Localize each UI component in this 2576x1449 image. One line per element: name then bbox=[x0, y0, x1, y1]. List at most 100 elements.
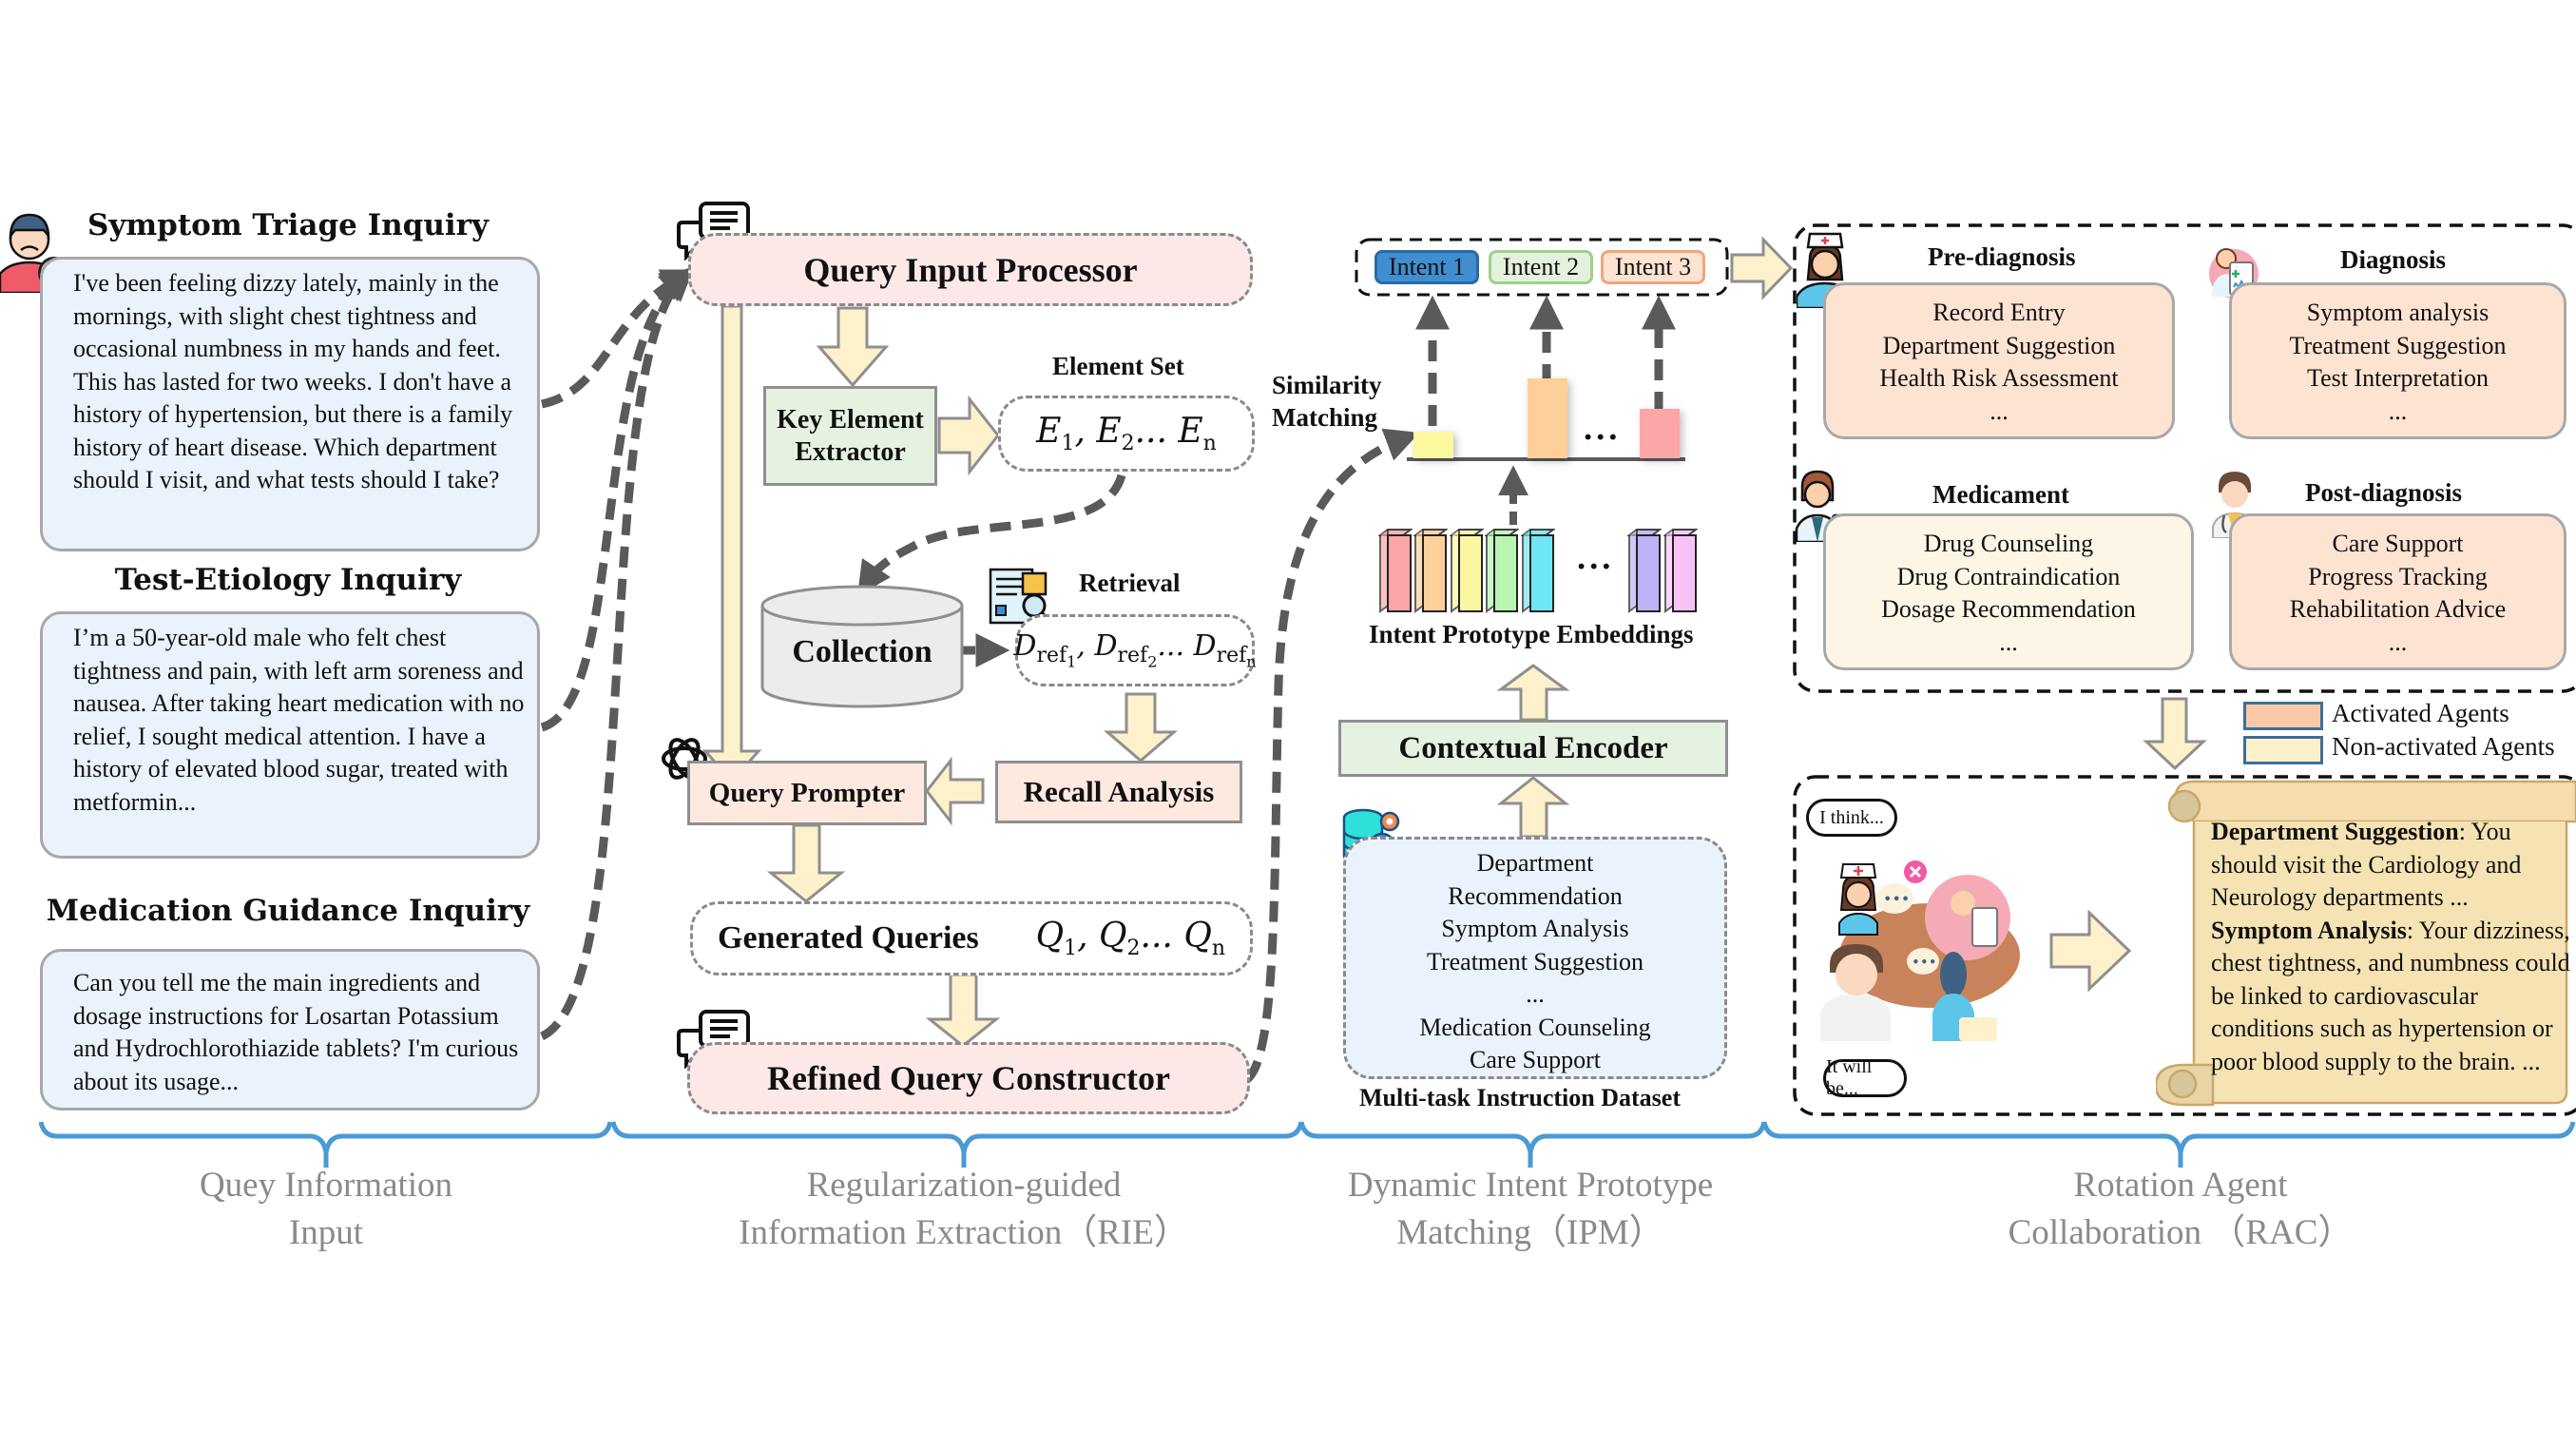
agent-task: Test Interpretation bbox=[2307, 364, 2489, 392]
arrow-agents-to-collab bbox=[2143, 697, 2207, 771]
similarity-bar bbox=[1413, 432, 1453, 458]
agent-title: Diagnosis bbox=[2340, 245, 2447, 274]
flow-arrow-inquiry-3 bbox=[539, 266, 695, 1041]
embedding-prism bbox=[1626, 528, 1663, 613]
generated-queries-label: Generated Queries bbox=[718, 920, 979, 956]
legend-swatch-non-activated bbox=[2243, 736, 2323, 764]
legend-swatch-activated bbox=[2243, 702, 2323, 730]
agent-task: Progress Tracking bbox=[2308, 562, 2488, 590]
svg-text:•••: ••• bbox=[1912, 954, 1937, 971]
brace-ipm bbox=[1298, 1121, 1767, 1153]
agent-task: Health Risk Assessment bbox=[1879, 364, 2119, 392]
speech-bubble-bottom: It will be... bbox=[1823, 1056, 1907, 1099]
retrieval-label: Retrieval bbox=[1079, 569, 1181, 597]
embedding-prism bbox=[1663, 528, 1699, 613]
arrow-collab-to-scroll bbox=[2049, 909, 2132, 993]
element-set-math: E1, E2... En bbox=[1036, 411, 1217, 456]
agent-task: ... bbox=[1990, 396, 2009, 425]
inquiry-text-box: I’m a 50-year-old male who felt chest ti… bbox=[40, 611, 540, 859]
arrow-prompter-to-generated bbox=[766, 823, 846, 903]
inquiry-title: Symptom Triage Inquiry bbox=[87, 208, 490, 242]
contextual-encoder: Contextual Encoder bbox=[1338, 720, 1728, 777]
dataset-label: Multi-task Instruction Dataset bbox=[1359, 1084, 1681, 1111]
agent-task: Record Entry bbox=[1932, 299, 2066, 326]
similarity-matching-label: Similarity Matching bbox=[1272, 371, 1382, 432]
generated-queries-math: Q1, Q2... Qn bbox=[1035, 916, 1225, 961]
inquiry-text: I've been feeling dizzy lately, mainly i… bbox=[73, 269, 513, 493]
agent-title: Post-diagnosis bbox=[2305, 478, 2463, 507]
stage-braces bbox=[38, 1121, 2576, 1168]
dataset-item: Department bbox=[1476, 849, 1594, 877]
embeddings-label: Intent Prototype Embeddings bbox=[1369, 620, 1694, 648]
arrow-intents-to-agents bbox=[1730, 236, 1794, 300]
speech-bubble-top: I think... bbox=[1806, 799, 1897, 837]
arrow-retrieval-to-recall bbox=[1103, 692, 1179, 763]
dataset-item: Recommendation bbox=[1448, 881, 1623, 910]
dataset-item: Symptom Analysis bbox=[1441, 915, 1629, 942]
brace-rac bbox=[1761, 1121, 2576, 1153]
intent-pill-3: Intent 3 bbox=[1601, 250, 1705, 284]
dataset-item: ... bbox=[1526, 980, 1545, 1008]
dataset-item: Care Support bbox=[1470, 1046, 1601, 1073]
arrow-dataset-to-encoder bbox=[1496, 776, 1570, 839]
retrieval-box: Dref1, Dref2... Drefn bbox=[1013, 614, 1257, 686]
chat-bubble-icon bbox=[677, 202, 753, 261]
similarity-bar bbox=[1640, 409, 1680, 458]
inquiry-text: Can you tell me the main ingredients and… bbox=[73, 969, 519, 1095]
intent-pill-2: Intent 2 bbox=[1489, 250, 1593, 284]
arrow-recall-to-prompter bbox=[925, 756, 985, 826]
collection-database: Collection bbox=[760, 585, 964, 708]
scroll-dept-key: Department Suggestion bbox=[2211, 818, 2459, 845]
agent-task: ... bbox=[2388, 628, 2408, 656]
agent-task: Drug Counseling bbox=[1923, 530, 2094, 557]
agent-title: Medicament bbox=[1932, 480, 2069, 509]
intent-pill-1: Intent 1 bbox=[1375, 250, 1479, 284]
agent-task: ... bbox=[2388, 396, 2408, 425]
agent-task: Care Support bbox=[2332, 530, 2464, 557]
result-scroll: Department Suggestion: You should visit … bbox=[2154, 780, 2576, 1108]
agent-task: Dosage Recommendation bbox=[1881, 595, 2136, 623]
agent-task: Rehabilitation Advice bbox=[2289, 595, 2507, 623]
flow-arrow-inquiry-1 bbox=[540, 269, 697, 409]
agent-title: Pre-diagnosis bbox=[1928, 242, 2076, 271]
embedding-prism bbox=[1520, 528, 1556, 613]
agent-task: Treatment Suggestion bbox=[2289, 331, 2507, 359]
inquiry-text: I’m a 50-year-old male who felt chest ti… bbox=[73, 624, 525, 816]
arrow-encoder-to-embeddings bbox=[1496, 664, 1570, 722]
collection-label: Collection bbox=[792, 634, 932, 669]
brace-input bbox=[38, 1121, 613, 1153]
embedding-prism bbox=[1449, 528, 1485, 613]
document-search-icon bbox=[989, 568, 1061, 627]
similarity-ellipsis: ... bbox=[1583, 411, 1621, 447]
embedding-prism bbox=[1413, 528, 1449, 613]
flow-arrow-inquiry-2 bbox=[540, 267, 696, 732]
dataset-item: Treatment Suggestion bbox=[1427, 947, 1644, 976]
agent-task: Department Suggestion bbox=[1882, 331, 2116, 359]
similarity-bar bbox=[1528, 378, 1567, 458]
embedding-prism bbox=[1377, 528, 1413, 613]
arrow-generated-to-refined bbox=[925, 973, 1001, 1048]
agent-task: Symptom analysis bbox=[2306, 299, 2489, 326]
scroll-symptom-text: : Your dizziness, chest tightness, and n… bbox=[2211, 916, 2570, 1075]
legend-label-activated: Activated Agents bbox=[2332, 699, 2509, 727]
scroll-symptom-key: Symptom Analysis bbox=[2211, 916, 2407, 944]
agents-discussion-illustration: ••• ••• bbox=[1820, 851, 2039, 1041]
element-set-label: Element Set bbox=[1052, 352, 1184, 380]
inquiry-text-box: Can you tell me the main ingredients and… bbox=[40, 949, 540, 1111]
inquiry-text-box: I've been feeling dizzy lately, mainly i… bbox=[40, 257, 540, 551]
query-input-processor: Query Input Processor bbox=[688, 233, 1253, 306]
inquiry-title: Test-Etiology Inquiry bbox=[114, 563, 462, 597]
element-set-box: E1, E2... En bbox=[998, 396, 1255, 472]
retrieval-math: Dref1, Dref2... Drefn bbox=[1013, 629, 1257, 671]
agent-task: ... bbox=[1999, 628, 2018, 656]
scroll-dept-text: : You should visit the Cardiology and Ne… bbox=[2211, 818, 2522, 911]
